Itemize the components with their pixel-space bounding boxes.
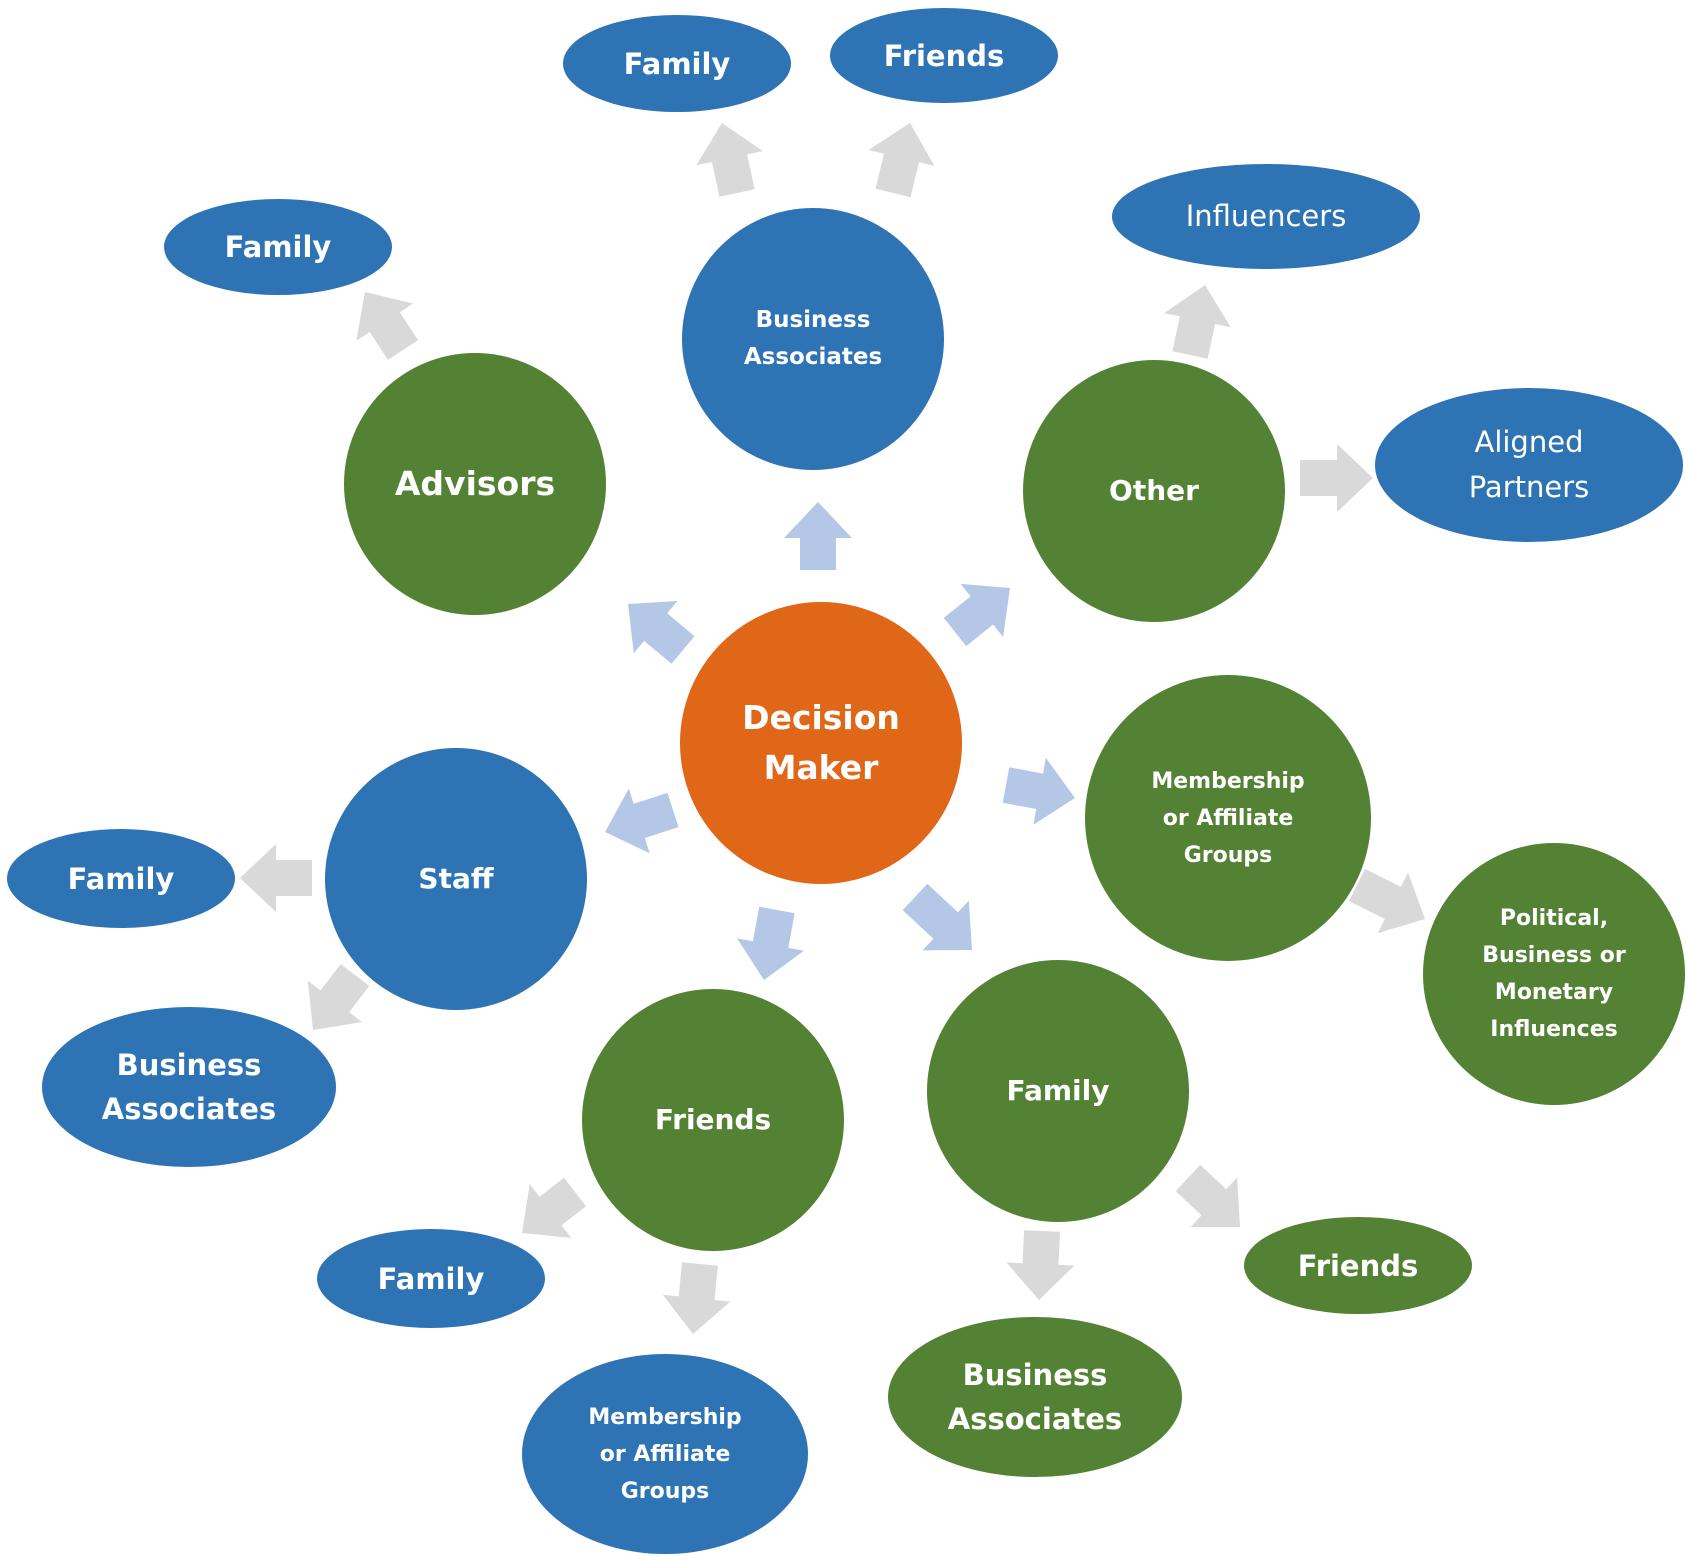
family-node: Family	[927, 960, 1189, 1222]
business-associates-friends-label: Friends	[883, 38, 1005, 73]
arrow-to-advisors	[628, 601, 695, 664]
business-associates-family-node: Family	[563, 15, 791, 112]
friends-family-label: Family	[377, 1261, 485, 1296]
political-influences-label: Political, Business or Monetary Influenc…	[1482, 906, 1626, 1042]
arrow-to-family-friends	[1175, 1164, 1240, 1228]
arrow-to-staff-business-associates	[307, 964, 370, 1030]
family-business-associates-label: Business Associates	[947, 1358, 1123, 1436]
staff-business-associates-label: Business Associates	[101, 1048, 277, 1126]
staff-family-node: Family	[7, 829, 235, 928]
arrow-to-staff	[605, 788, 679, 854]
arrow-to-ba-friends	[868, 123, 935, 198]
other-node: Other	[1023, 360, 1285, 622]
friends-label: Friends	[654, 1103, 772, 1136]
staff-label: Staff	[418, 862, 494, 895]
business-associates-node: Business Associates	[682, 208, 944, 470]
arrow-to-ba-family	[696, 123, 763, 197]
family-business-associates-node: Business Associates	[888, 1317, 1182, 1477]
business-associates-family-label: Family	[623, 46, 731, 81]
arrow-to-family-business-associates	[1006, 1230, 1075, 1300]
friends-family-node: Family	[317, 1229, 545, 1328]
arrow-to-advisors-family	[356, 292, 419, 360]
staff-node: Staff	[325, 748, 587, 1010]
family-label: Family	[1006, 1074, 1110, 1107]
arrow-to-business-associates	[784, 502, 852, 570]
friends-membership-groups-label: Membership or Affiliate Groups	[588, 1404, 742, 1504]
arrow-to-membership-groups	[1002, 757, 1075, 825]
arrow-to-influencers	[1164, 285, 1231, 359]
family-friends-node: Friends	[1244, 1217, 1472, 1314]
other-aligned-partners-label: Aligned Partners	[1468, 425, 1590, 504]
advisors-family-node: Family	[164, 199, 392, 295]
decision-maker-node: Decision Maker	[680, 602, 962, 884]
membership-groups-node: Membership or Affiliate Groups	[1085, 675, 1371, 961]
arrow-to-friends-family	[522, 1177, 586, 1238]
friends-membership-groups-node: Membership or Affiliate Groups	[522, 1354, 808, 1554]
staff-family-label: Family	[67, 861, 175, 896]
arrow-to-family	[902, 883, 972, 951]
membership-groups-label: Membership or Affiliate Groups	[1151, 768, 1305, 868]
advisors-label: Advisors	[394, 464, 556, 503]
arrow-to-staff-family	[240, 844, 312, 912]
advisors-family-label: Family	[224, 230, 332, 264]
arrow-to-friends-membership-groups	[662, 1262, 731, 1334]
business-associates-label: Business Associates	[743, 307, 883, 370]
other-influencers-node: Influencers	[1112, 164, 1420, 269]
arrow-to-friends	[737, 906, 804, 980]
family-friends-label: Friends	[1297, 1248, 1419, 1283]
other-aligned-partners-node: Aligned Partners	[1375, 388, 1683, 542]
decision-maker-label: Decision Maker	[742, 698, 900, 787]
arrow-to-aligned-partners	[1300, 444, 1373, 512]
other-label: Other	[1109, 474, 1199, 507]
arrow-to-other	[943, 583, 1010, 647]
arrow-to-political-influences	[1349, 868, 1425, 934]
staff-business-associates-node: Business Associates	[42, 1007, 336, 1167]
business-associates-friends-node: Friends	[830, 8, 1058, 103]
advisors-node: Advisors	[344, 353, 606, 615]
other-influencers-label: Influencers	[1185, 199, 1347, 233]
friends-node: Friends	[582, 989, 844, 1251]
political-influences-node: Political, Business or Monetary Influenc…	[1423, 843, 1685, 1105]
